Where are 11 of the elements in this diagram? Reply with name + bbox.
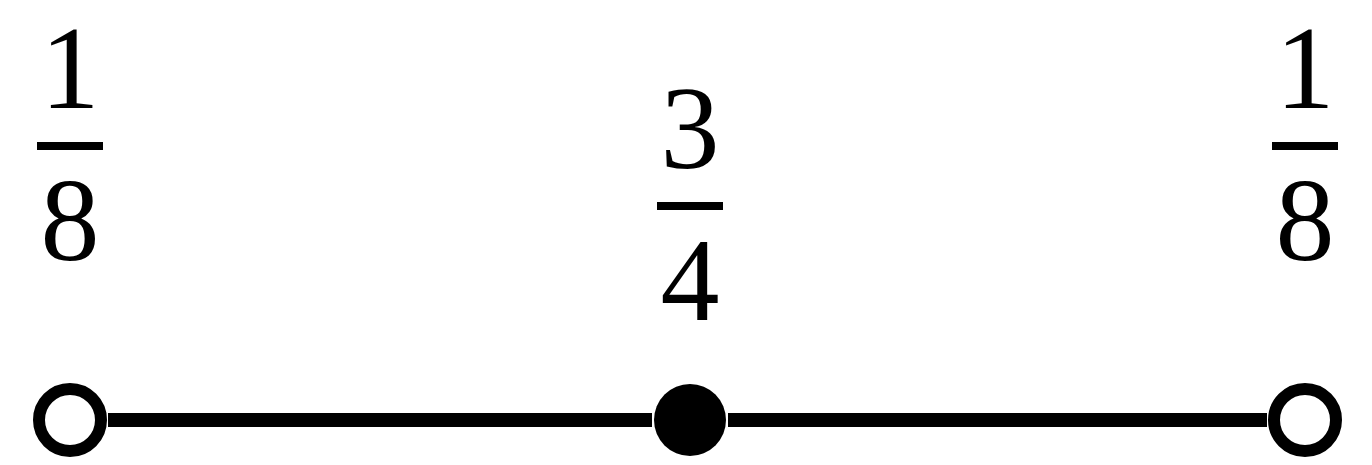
connector-line [108, 413, 652, 427]
open-circle [1267, 382, 1343, 458]
fraction-numerator: 1 [40, 10, 100, 128]
connector-line [728, 413, 1267, 427]
fraction-denominator: 8 [40, 162, 100, 280]
fraction-denominator: 8 [1275, 162, 1335, 280]
open-circle [32, 382, 108, 458]
fraction-numerator: 3 [660, 70, 720, 188]
filled-dot [652, 382, 728, 458]
fraction-denominator: 4 [660, 222, 720, 340]
fraction-numerator: 1 [1275, 10, 1335, 128]
